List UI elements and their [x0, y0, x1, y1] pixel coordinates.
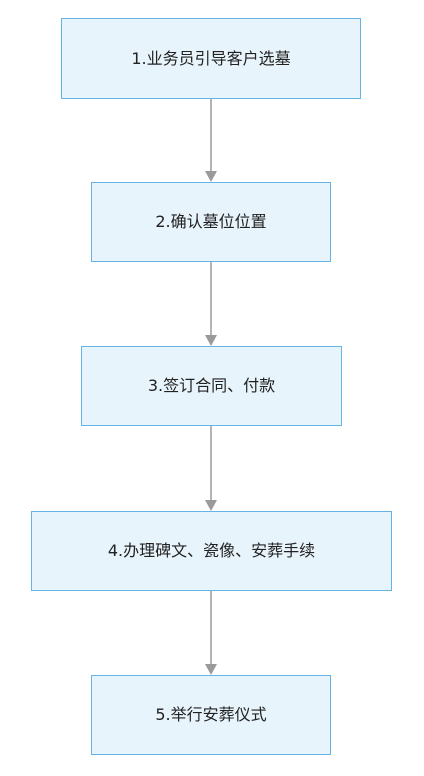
arrow-1-to-2: [205, 99, 217, 182]
step-label: 4.办理碑文、瓷像、安葬手续: [107, 541, 316, 560]
step-select-grave: 1.业务员引导客户选墓: [61, 18, 361, 99]
arrow-2-to-3: [205, 262, 217, 346]
arrow-3-to-4: [205, 426, 217, 511]
step-inscription-portrait-burial: 4.办理碑文、瓷像、安葬手续: [31, 511, 392, 591]
step-sign-contract-pay: 3.签订合同、付款: [81, 346, 342, 426]
step-label: 5.举行安葬仪式: [155, 705, 267, 724]
step-confirm-plot: 2.确认墓位位置: [91, 182, 331, 262]
step-label: 3.签订合同、付款: [147, 376, 276, 395]
step-label: 2.确认墓位位置: [155, 212, 267, 231]
step-label: 1.业务员引导客户选墓: [131, 48, 291, 68]
step-burial-ceremony: 5.举行安葬仪式: [91, 675, 331, 755]
arrow-4-to-5: [205, 591, 217, 675]
